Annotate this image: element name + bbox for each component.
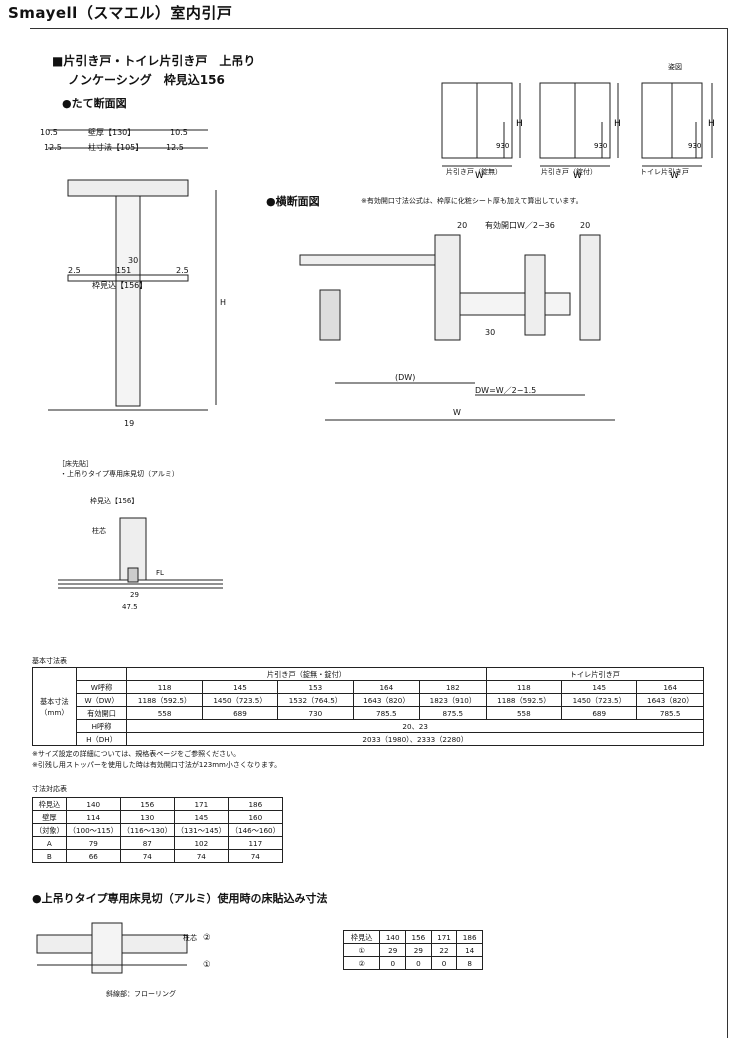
table-row: ② 0 0 0 8: [342, 956, 483, 970]
table-row: B 66 74 74 74: [32, 849, 283, 863]
table-row: 壁厚 114 130 145 160: [32, 810, 283, 824]
bottom-detail-drawing: [36, 922, 188, 974]
elev1-930: 930: [496, 142, 509, 150]
frame-top-line: [30, 28, 728, 29]
floor-hashira: 柱芯: [92, 527, 106, 535]
elev3-h: H: [708, 119, 715, 129]
page-title: Smayell（スマエル）室内引戸: [8, 4, 233, 22]
h-dim-20a: 20: [457, 221, 467, 230]
basic-table: 基本寸法 （mm） 片引き戸（錠無・錠付） トイレ片引き戸 W呼称 118 14…: [32, 667, 705, 746]
v-dim-10.5a: 10.5: [40, 128, 58, 137]
table-row: ① 29 29 22 14: [342, 943, 483, 957]
horizontal-note: ※有効開口寸法公式は、枠厚に化粧シート厚も加えて算出しています。: [361, 197, 583, 205]
bottom-table: 枠見込 140 156 171 186 ① 29 29 22 14 ② 0 0 …: [342, 930, 483, 970]
v-h: H: [220, 298, 226, 307]
v-dim-151: 151: [116, 266, 131, 275]
corr-table-caption: 寸法対応表: [32, 785, 67, 793]
elev1-w: W: [475, 171, 484, 181]
v-waku: 枠見込【156】: [92, 280, 147, 290]
floor-title: ［床先貼］: [58, 460, 93, 468]
elev3-w: W: [670, 171, 679, 181]
v-dim-19: 19: [124, 419, 134, 428]
h-dwformula: DW=W／2−1.5: [475, 386, 536, 395]
basic-note-2: ※引残し用ストッパーを使用した時は有効開口寸法が123mm小さくなります。: [32, 761, 282, 769]
v-dim-12.5a: 12.5: [44, 143, 62, 152]
elevation-drawings: W W W H H H 930 930 930: [441, 82, 715, 181]
elev2-label: 片引き戸（錠付）: [541, 168, 597, 176]
elevation-title: 姿図: [668, 63, 682, 71]
horizontal-section-drawing: 20 有効開口W／2−36 20 (DW) DW=W／2−1.5 W 30: [299, 220, 615, 421]
elev3-label: トイレ片引き戸: [640, 168, 689, 176]
v-dim-12.5b: 12.5: [166, 143, 184, 152]
table-row: 枠見込 140 156 171 186: [342, 930, 483, 944]
horizontal-section-title: ●横断面図: [266, 195, 320, 208]
section-title-line2: ノンケーシング 枠見込156: [68, 73, 225, 87]
table-row: 枠見込 140 156 171 186: [32, 797, 283, 811]
h-dw: (DW): [395, 373, 415, 382]
table-row: H（DH） 2033（1980）、2333（2280）: [33, 732, 704, 746]
h-open: 有効開口W／2−36: [485, 220, 555, 230]
elev3-930: 930: [688, 142, 701, 150]
v-dim-2.5a: 2.5: [68, 266, 81, 275]
table-row: H呼称 20、23: [33, 719, 704, 733]
group-b-header: トイレ片引き戸: [485, 667, 705, 681]
v-dim-30: 30: [128, 256, 138, 265]
basic-note-1: ※サイズ設定の詳細については、規格表ページをご参照ください。: [32, 750, 241, 758]
v-dim-2.5b: 2.5: [176, 266, 189, 275]
elev1-label: 片引き戸（錠無）: [446, 168, 502, 176]
elev1-h: H: [516, 119, 523, 129]
floor-fl: FL: [156, 569, 164, 577]
h-dim-20b: 20: [580, 221, 590, 230]
v-wall: 壁厚【130】: [88, 127, 135, 137]
vertical-section-drawing: 10.5 壁厚【130】 10.5 12.5 柱寸法【105】 12.5 2.5…: [40, 127, 226, 428]
bottom-marker-1: ①: [203, 960, 211, 970]
table-row: W呼称 118 145 153 164 182 118 145 164: [33, 680, 704, 694]
v-dim-10.5b: 10.5: [170, 128, 188, 137]
group-a-header: 片引き戸（錠無・錠付）: [126, 667, 487, 681]
h-dim-30: 30: [485, 328, 495, 337]
floor-29: 29: [130, 591, 139, 599]
bottom-legend: 斜線部：フローリング: [106, 990, 176, 998]
corr-table: 枠見込 140 156 171 186 壁厚 114 130 145 160 （…: [32, 797, 283, 863]
h-w: W: [453, 408, 461, 417]
elev2-930: 930: [594, 142, 607, 150]
table-row: 有効開口 558 689 730 785.5 875.5 558 689 785…: [33, 706, 704, 720]
elev2-w: W: [573, 171, 582, 181]
table-row: A 79 87 102 117: [32, 836, 283, 850]
bottom-marker-2: ②: [203, 933, 211, 943]
section-title-line1: ■片引き戸・トイレ片引き戸 上吊り: [52, 54, 256, 68]
table-row: （対象） （100〜115） （116〜130） （131〜145） （146〜…: [32, 823, 283, 837]
basic-table-caption: 基本寸法表: [32, 657, 67, 665]
elev2-h: H: [614, 119, 621, 129]
frame-right-line: [727, 28, 728, 1038]
floor-note: ・上吊りタイプ専用床見切（アルミ）: [60, 470, 179, 478]
bottom-hashira: 柱芯: [183, 934, 197, 942]
v-hashira: 柱寸法【105】: [88, 142, 143, 152]
vertical-section-title: ●たて断面図: [62, 97, 127, 110]
table-row: W（DW） 1188（592.5） 1450（723.5） 1532（764.5…: [33, 693, 704, 707]
floor-waku: 枠見込【156】: [90, 497, 139, 505]
basic-row-header: 基本寸法 （mm）: [32, 667, 77, 746]
floor-47.5: 47.5: [122, 603, 138, 611]
floor-detail-drawing: FL 29 47.5: [58, 517, 223, 611]
bottom-title: ●上吊りタイプ専用床見切（アルミ）使用時の床貼込み寸法: [32, 892, 328, 905]
